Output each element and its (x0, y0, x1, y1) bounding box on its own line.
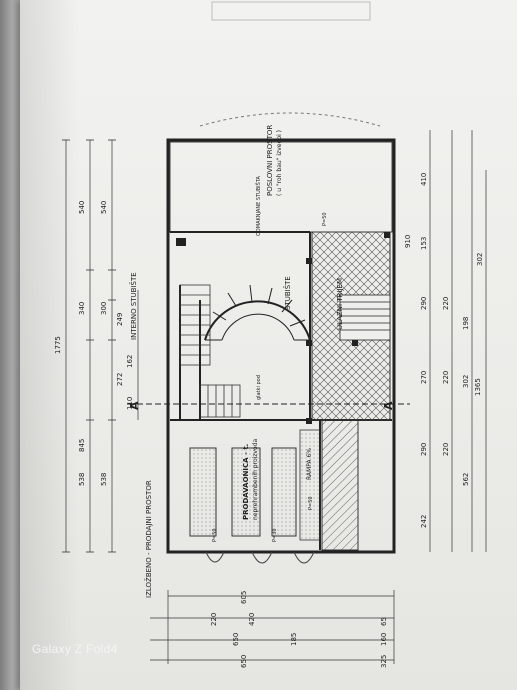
dim-right-198: 198 (462, 316, 470, 330)
dim-left-340: 340 (78, 301, 86, 315)
dim-left-845: 845 (78, 438, 86, 452)
area-label-1: P=50 (212, 528, 218, 542)
label-store-note: neprehrambenih proizvoda (252, 438, 259, 520)
dim-bottom-220: 220 (210, 612, 218, 626)
dim-left-300: 300 (100, 301, 108, 315)
dim-bottom-160: 160 (380, 632, 388, 646)
dim-bottom-650b: 650 (240, 654, 248, 668)
columns (176, 232, 390, 424)
dim-bottom-185: 185 (290, 632, 298, 646)
dim-left-540b: 540 (100, 200, 108, 214)
paper-fold-shadow (20, 0, 80, 690)
dim-left-538: 538 (78, 472, 86, 486)
label-ramp: RAMPA 6% (306, 448, 313, 480)
label-floor-finish: glatki pod (256, 375, 262, 400)
paper-sheet (20, 0, 517, 690)
right-dimension-lines (429, 130, 487, 552)
dim-right-302: 302 (462, 374, 470, 388)
bottom-dimension-lines (150, 590, 395, 664)
label-interior-stairs: INTERNO STUBIŠTE (130, 272, 138, 340)
dim-left-110: 110 (126, 396, 134, 410)
dim-right-220b: 220 (442, 370, 450, 384)
dim-bottom-605: 605 (240, 590, 248, 604)
entrance-arcs (205, 551, 315, 564)
dim-right-242: 242 (420, 514, 428, 528)
dim-right-270: 270 (420, 370, 428, 384)
dim-bottom-65: 65 (380, 617, 388, 626)
dim-right-290: 290 (420, 296, 428, 310)
spiral-stair (204, 284, 311, 341)
dim-right-220c: 220 (442, 442, 450, 456)
camera-watermark: Galaxy Z Fold4 (32, 642, 118, 656)
dim-bottom-420: 420 (248, 612, 256, 626)
dim-left-538b: 538 (100, 472, 108, 486)
label-stairwell-cover: ODMAKNJANE STUBIŠTA (256, 176, 262, 236)
dim-bottom-650a: 650 (232, 632, 240, 646)
dim-right-410: 410 (420, 172, 428, 186)
label-office-space-note: ( u "roh bau" izvedbi ) (276, 130, 283, 196)
area-label-3: P=50 (308, 496, 314, 510)
dim-right-220: 220 (442, 296, 450, 310)
left-dimension-lines (65, 140, 139, 552)
left-dimension-ticks (62, 139, 116, 553)
dim-bottom-325: 325 (380, 654, 388, 668)
dim-right-302b: 302 (476, 252, 484, 266)
label-showroom: IZLOŽBENO - PRODAJNI PROSTOR (145, 480, 153, 598)
dim-left-total: 1775 (54, 336, 62, 354)
label-store: PRODAVAONICA - t. (242, 443, 250, 520)
interior-stair (179, 284, 241, 418)
label-office-space: POSLOVNI PROSTOR (266, 124, 274, 196)
outer-walls (166, 138, 396, 554)
dim-left-540a: 540 (78, 200, 86, 214)
dim-right-562: 562 (462, 472, 470, 486)
balcony-arc (199, 112, 381, 127)
label-stairwell: STUBIŠTE (284, 276, 292, 310)
dim-right-290b: 290 (420, 442, 428, 456)
area-label-4: P=50 (322, 212, 328, 226)
label-entrance: ULAZNI TRIJEM (336, 277, 344, 330)
dim-left-249: 249 (116, 312, 124, 326)
title-block (211, 1, 371, 21)
dim-right-153: 153 (420, 236, 428, 250)
dim-left-272: 272 (116, 372, 124, 386)
dim-right-1365: 1365 (474, 378, 482, 396)
dim-right-910: 910 (404, 234, 412, 248)
ramp-strip (299, 429, 321, 541)
section-marker-right: A (382, 401, 395, 410)
area-label-2: P=30 (272, 528, 278, 542)
entrance-stair (339, 294, 391, 341)
ramp-hatch (321, 419, 359, 551)
dim-left-162: 162 (126, 354, 134, 368)
store-fixtures (189, 447, 297, 537)
